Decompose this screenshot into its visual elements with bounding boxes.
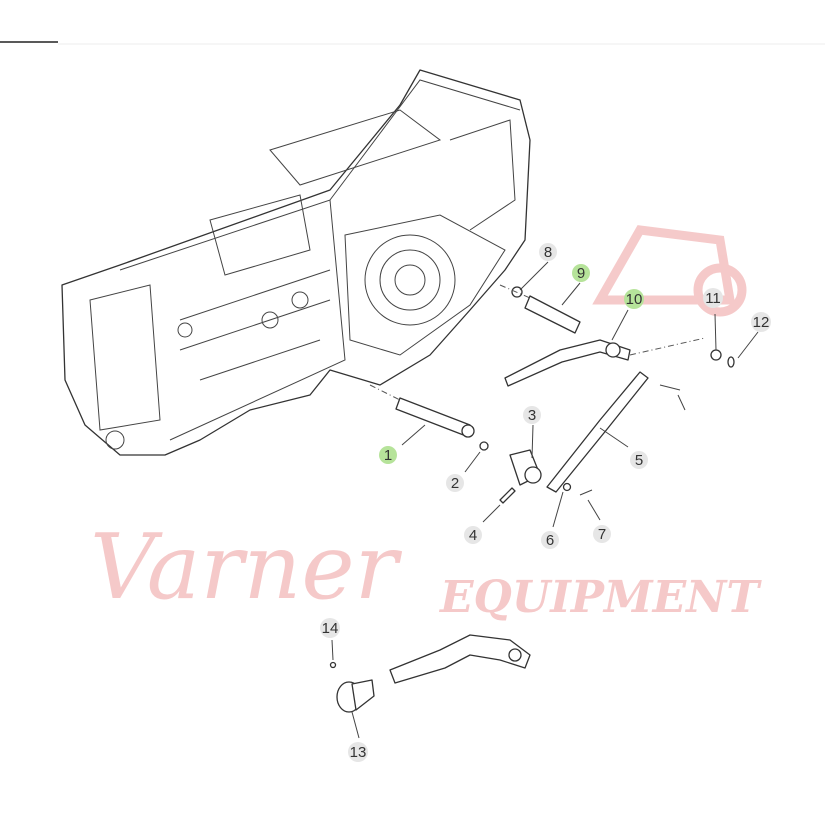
pin-part-4	[499, 487, 516, 504]
lower-assembly	[329, 634, 531, 713]
callout-4[interactable]: 4	[464, 526, 482, 544]
svg-text:13: 13	[350, 744, 367, 761]
svg-text:3: 3	[528, 407, 536, 424]
callout-labels: 1 2 3 4 5 6 7 8 9 10 11 12 13 14	[320, 243, 771, 762]
svg-text:11: 11	[705, 290, 721, 307]
collar-part-3	[509, 449, 542, 486]
svg-text:8: 8	[544, 244, 552, 261]
callout-5[interactable]: 5	[630, 451, 648, 469]
watermark-brand: Varner	[90, 515, 403, 620]
svg-text:6: 6	[546, 532, 554, 549]
callout-13[interactable]: 13	[348, 742, 368, 762]
tractor-logo-icon	[592, 225, 747, 317]
arm-part-10	[504, 337, 706, 387]
transmission-housing	[61, 69, 531, 456]
svg-text:9: 9	[577, 265, 585, 282]
callout-12[interactable]: 12	[751, 312, 771, 332]
svg-text:14: 14	[322, 620, 339, 637]
ring-part-12	[727, 356, 735, 368]
watermark: Varner EQUIPMENT	[90, 225, 762, 623]
svg-text:1: 1	[384, 447, 392, 464]
callout-9[interactable]: 9	[572, 264, 590, 282]
svg-text:2: 2	[451, 475, 459, 492]
o-ring-part-2	[479, 441, 489, 451]
clip-part	[659, 384, 686, 411]
callout-11[interactable]: 11	[703, 288, 723, 308]
shaft-part-1	[369, 384, 475, 438]
svg-text:7: 7	[598, 526, 606, 543]
leader-lines	[331, 261, 759, 739]
svg-text:4: 4	[469, 527, 477, 544]
lever-part-5	[546, 371, 649, 493]
shaft-part-9	[499, 284, 581, 334]
washer-part-6	[562, 482, 572, 492]
watermark-word: EQUIPMENT	[438, 572, 762, 623]
callout-3[interactable]: 3	[523, 406, 541, 424]
screw-part-14	[329, 661, 337, 669]
washer-part-11	[710, 349, 722, 361]
svg-text:12: 12	[753, 314, 770, 331]
callout-8[interactable]: 8	[539, 243, 557, 261]
callout-14[interactable]: 14	[320, 618, 340, 638]
callout-2[interactable]: 2	[446, 474, 464, 492]
svg-text:5: 5	[635, 452, 643, 469]
callout-7[interactable]: 7	[593, 525, 611, 543]
svg-text:10: 10	[626, 291, 643, 308]
cotter-part-7	[579, 489, 593, 496]
callout-6[interactable]: 6	[541, 531, 559, 549]
callout-1[interactable]: 1	[379, 446, 397, 464]
callout-10[interactable]: 10	[624, 289, 644, 309]
